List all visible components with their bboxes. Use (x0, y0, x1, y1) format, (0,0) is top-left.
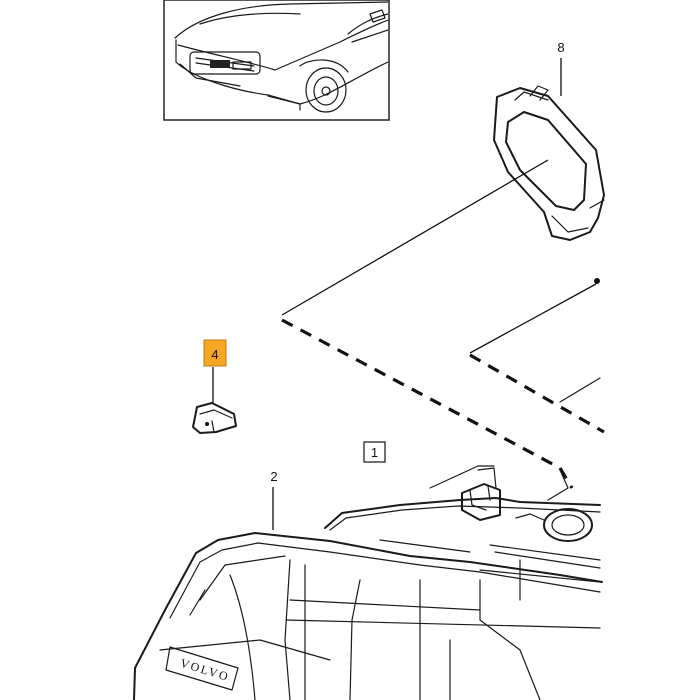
part-4-clip[interactable] (192, 402, 237, 434)
screw-point (594, 278, 600, 284)
vehicle-inset (163, 0, 390, 121)
callout-4: 4 (211, 347, 218, 362)
callout-1: 1 (371, 445, 378, 460)
lens-emblem-text: VOLVO (179, 656, 232, 684)
part-2-headlamp[interactable] (133, 465, 603, 700)
callout-8: 8 (557, 40, 564, 55)
part-8-seal[interactable] (493, 85, 605, 241)
callout-1-box (363, 441, 386, 463)
housing-outline (281, 159, 605, 501)
callout-2: 2 (270, 469, 277, 484)
callout-4-highlight (204, 340, 226, 366)
